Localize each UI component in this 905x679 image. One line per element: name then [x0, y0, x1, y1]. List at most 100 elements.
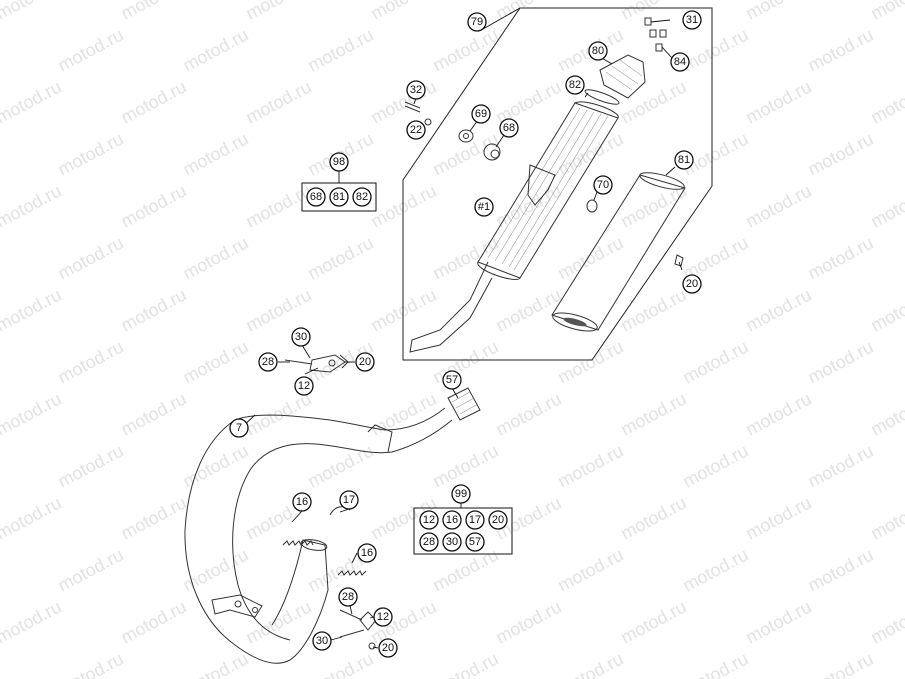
svg-text:68: 68 — [503, 122, 515, 134]
svg-text:98: 98 — [333, 156, 345, 168]
svg-text:81: 81 — [678, 154, 690, 166]
callout-16: 16 — [292, 492, 312, 512]
svg-text:68: 68 — [310, 191, 322, 203]
watermark-text: motod.ru — [554, 441, 626, 492]
svg-text:12: 12 — [298, 380, 310, 392]
watermark-text: motod.ru — [617, 0, 689, 24]
watermark-text: motod.ru — [0, 545, 2, 596]
watermark-text: motod.ru — [429, 25, 501, 76]
callout-1: #1 — [474, 197, 494, 217]
svg-text:12: 12 — [423, 514, 435, 526]
svg-text:30: 30 — [446, 536, 458, 548]
watermark-text: motod.ru — [867, 0, 905, 24]
watermark-text: motod.ru — [742, 597, 814, 648]
watermark-text: motod.ru — [0, 441, 2, 492]
svg-text:16: 16 — [296, 496, 308, 508]
watermark-text: motod.ru — [117, 181, 189, 232]
watermark-text: motod.ru — [242, 389, 314, 440]
svg-text:#1: #1 — [478, 201, 490, 213]
callout-20: 20 — [682, 274, 702, 294]
kit-98-item: 68 — [306, 187, 326, 207]
watermark-text: motod.ru — [117, 389, 189, 440]
kit-99-item: 57 — [465, 532, 485, 552]
watermark-text: motod.ru — [867, 77, 905, 128]
exhaust-coupling — [447, 387, 481, 421]
watermark-text: motod.ru — [0, 77, 65, 128]
packing-sleeve — [551, 172, 686, 332]
mount-bolt-washer — [404, 101, 684, 267]
watermark-text: motod.ru — [492, 0, 564, 24]
callout-12: 12 — [294, 376, 314, 396]
watermark-text: motod.ru — [179, 233, 251, 284]
svg-text:84: 84 — [674, 56, 686, 68]
watermark-text: motod.ru — [179, 649, 251, 679]
watermark-text: motod.ru — [679, 649, 751, 679]
callout-30: 30 — [291, 327, 311, 347]
svg-text:28: 28 — [342, 591, 354, 603]
end-cap-screws — [644, 17, 667, 52]
callout-28: 28 — [338, 587, 358, 607]
watermark-text: motod.ru — [117, 493, 189, 544]
watermark-text: motod.ru — [679, 25, 751, 76]
callout-68: 68 — [499, 118, 519, 138]
watermark-text: motod.ru — [617, 285, 689, 336]
watermark-text: motod.ru — [492, 285, 564, 336]
watermark-text: motod.ru — [554, 337, 626, 388]
kit-99-item: 17 — [465, 510, 485, 530]
exhaust-header-pipe — [184, 407, 453, 664]
watermark-text: motod.ru — [679, 337, 751, 388]
watermark-text: motod.ru — [117, 285, 189, 336]
callout-17: 17 — [339, 490, 359, 510]
watermark-text: motod.ru — [367, 0, 439, 24]
watermark-text: motod.ru — [0, 389, 65, 440]
svg-text:30: 30 — [316, 635, 328, 647]
watermark-text: motod.ru — [492, 77, 564, 128]
watermark-text: motod.ru — [367, 285, 439, 336]
svg-text:32: 32 — [410, 84, 422, 96]
svg-text:69: 69 — [475, 108, 487, 120]
svg-text:57: 57 — [446, 374, 458, 386]
watermark-text: motod.ru — [492, 389, 564, 440]
watermark-text: motod.ru — [367, 181, 439, 232]
watermark-text: motod.ru — [304, 233, 376, 284]
watermark-text: motod.ru — [0, 649, 2, 679]
watermark-text: motod.ru — [117, 77, 189, 128]
watermark-text: motod.ru — [679, 441, 751, 492]
watermark-text: motod.ru — [304, 25, 376, 76]
watermark-text: motod.ru — [242, 181, 314, 232]
svg-text:12: 12 — [377, 611, 389, 623]
watermark-text: motod.ru — [54, 337, 126, 388]
watermark-text: motod.ru — [54, 441, 126, 492]
svg-text:81: 81 — [333, 191, 345, 203]
svg-text:22: 22 — [410, 124, 422, 136]
watermark-text: motod.ru — [429, 545, 501, 596]
watermark-text: motod.ru — [742, 285, 814, 336]
silencer-assembly-frame — [402, 7, 713, 361]
kit-98-item: 82 — [352, 187, 372, 207]
callout-70: 70 — [593, 175, 613, 195]
watermark-text: motod.ru — [804, 129, 876, 180]
watermark-text: motod.ru — [367, 77, 439, 128]
kit-99-item: 16 — [442, 510, 462, 530]
watermark-text: motod.ru — [742, 389, 814, 440]
svg-text:99: 99 — [455, 488, 467, 500]
watermark-text: motod.ru — [0, 129, 2, 180]
svg-text:16: 16 — [446, 514, 458, 526]
callout-12: 12 — [373, 607, 393, 627]
watermark-text: motod.ru — [0, 25, 2, 76]
watermark-text: motod.ru — [54, 129, 126, 180]
callout-80: 80 — [588, 41, 608, 61]
watermark-text: motod.ru — [0, 597, 65, 648]
svg-text:82: 82 — [356, 191, 368, 203]
svg-text:82: 82 — [569, 79, 581, 91]
watermark-text: motod.ru — [429, 649, 501, 679]
watermark-text: motod.ru — [0, 285, 65, 336]
kit-98-box — [301, 182, 377, 212]
svg-text:20: 20 — [382, 642, 394, 654]
watermark-text: motod.ru — [554, 233, 626, 284]
svg-text:80: 80 — [592, 45, 604, 57]
watermark-text: motod.ru — [179, 129, 251, 180]
end-cap — [584, 54, 646, 105]
svg-text:30: 30 — [295, 331, 307, 343]
watermark-text: motod.ru — [867, 597, 905, 648]
